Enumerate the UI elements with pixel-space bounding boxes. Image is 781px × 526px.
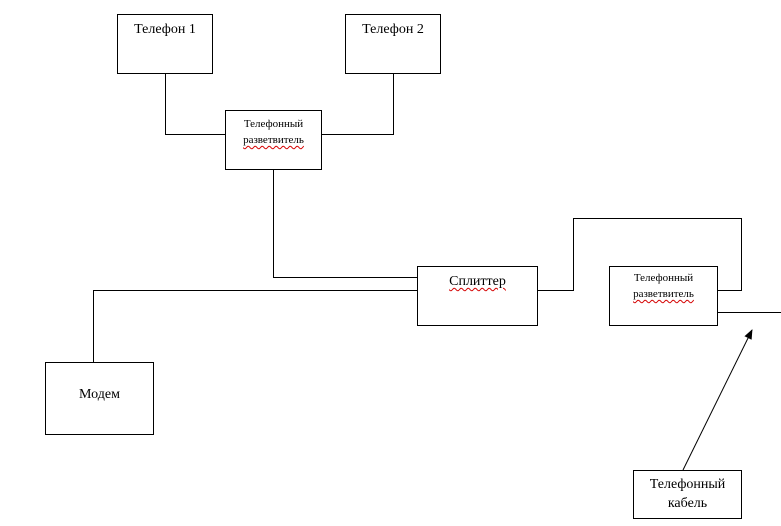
phone-splitter-right-label-line1: Телефонный [633, 272, 694, 284]
wire-phone1-to-splitter-top [165, 74, 226, 135]
splitter-box: Сплиттер [417, 266, 538, 326]
phone-cable-label-line1: Телефонный [649, 477, 726, 492]
phone-cable-label-line2: кабель [667, 496, 708, 511]
phone-2-label: Телефон 2 [362, 22, 424, 37]
wire-phone2-to-splitter-top [321, 74, 394, 135]
modem-box: Модем [45, 362, 154, 435]
modem-label: Модем [79, 387, 120, 402]
phone-cable-box: Телефонный кабель [633, 470, 742, 519]
phone-splitter-right-label-line2: разветвитель [633, 288, 694, 300]
wire-splitter-to-right-splitter [537, 218, 742, 291]
phone-2-box: Телефон 2 [345, 14, 441, 74]
cable-arrow [682, 329, 753, 471]
phone-splitter-top-box: Телефонный разветвитель [225, 110, 322, 170]
phone-1-box: Телефон 1 [117, 14, 213, 74]
phone-splitter-top-label-line2: разветвитель [243, 134, 304, 146]
wire-splitter-top-to-splitter [273, 170, 418, 278]
splitter-label: Сплиттер [449, 274, 506, 289]
wire-modem-to-splitter [93, 290, 418, 362]
phone-splitter-right-box: Телефонный разветвитель [609, 266, 718, 326]
phone-1-label: Телефон 1 [134, 22, 196, 37]
phone-splitter-top-label-line1: Телефонный [243, 118, 304, 130]
